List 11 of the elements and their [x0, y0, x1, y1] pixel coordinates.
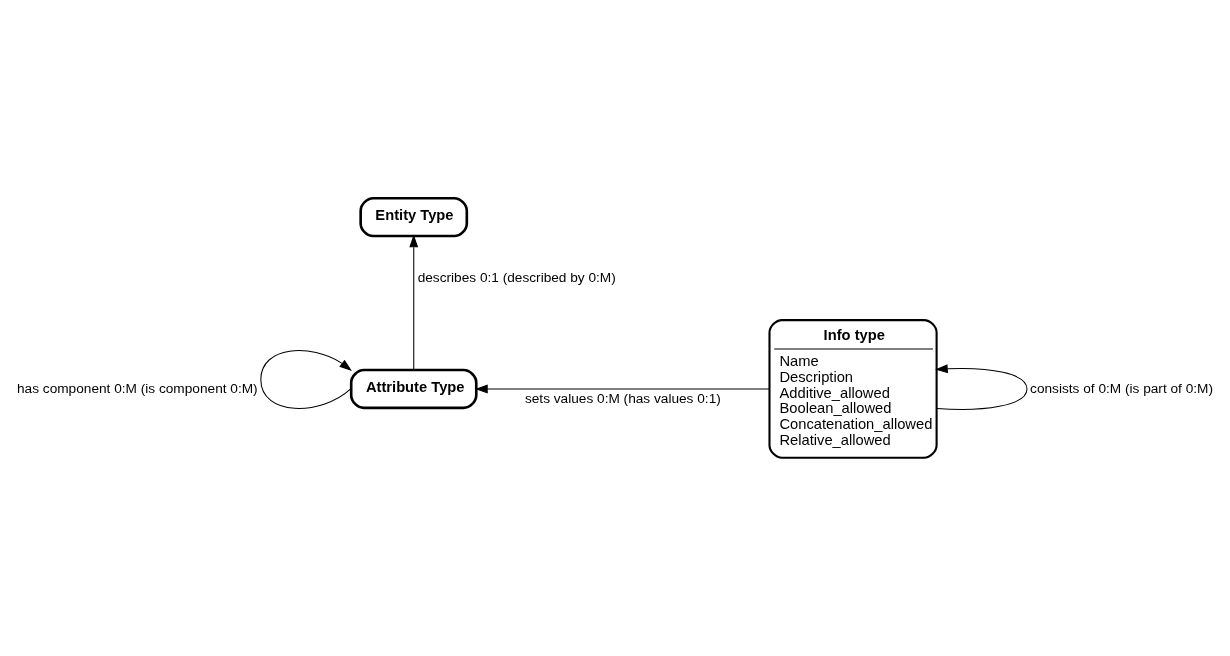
edge-label: sets values 0:M (has values 0:1): [524, 391, 721, 407]
edge-label: consists of 0:M (is part of 0:M): [1030, 380, 1214, 396]
arrow: [409, 234, 419, 371]
edge-label: describes 0:1 (described by 0:M): [417, 269, 616, 285]
node-box: Attribute Type: [349, 368, 478, 410]
arrow: [260, 350, 352, 409]
arrow: [475, 384, 770, 394]
edge-label: has component 0:M (is component 0:M): [17, 380, 258, 396]
arrow: [935, 364, 1028, 410]
node-box: Info type Name Description Additive_allowed Boolean_allowed Concatenation_allowed Relative_allowed: [768, 319, 938, 459]
node-box: Entity Type: [359, 196, 469, 238]
